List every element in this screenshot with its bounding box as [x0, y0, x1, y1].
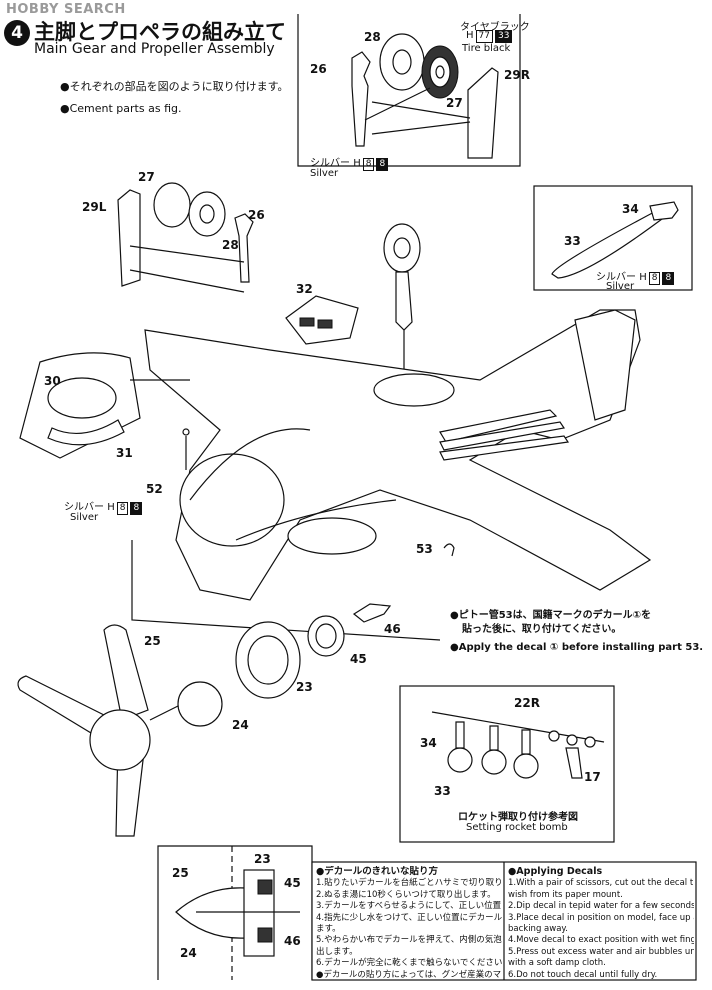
decal-instructions-jp: ●デカールのきれいな貼り方 1.貼りたいデカールを台紙ごとハサミで切り取ります。…	[316, 866, 502, 980]
spinner-25	[89, 709, 151, 771]
part-30	[47, 377, 117, 419]
prop-blade-up	[103, 624, 149, 721]
part-label-24: 24	[232, 718, 249, 732]
part-label-29L: 29L	[82, 200, 107, 214]
part-label-34-top: 34	[622, 202, 639, 216]
part-label-33-top: 33	[564, 234, 581, 248]
page-title-en: Main Gear and Propeller Assembly	[34, 41, 275, 57]
gear-leg-left	[234, 213, 254, 283]
part-label-28-top: 28	[364, 30, 381, 44]
part-label-28-left: 28	[222, 238, 239, 252]
part-label-46: 46	[384, 622, 401, 636]
paint-tire-label-en: Tire black	[462, 43, 511, 54]
part-24	[177, 681, 223, 727]
part-46-shaft	[352, 603, 392, 623]
paint-tire-label-jp: タイヤブラック	[460, 22, 530, 33]
drop-tank	[287, 517, 377, 555]
instruction-en: ●Cement parts as fig.	[60, 102, 182, 115]
wheel-28-left	[153, 182, 191, 228]
part-31	[47, 419, 125, 446]
part-label-17: 17	[584, 770, 601, 784]
decal-instructions-en: ●Applying Decals 1.With a pair of scisso…	[508, 866, 694, 980]
part-label-24-cut: 24	[180, 946, 197, 960]
part-label-23: 23	[296, 680, 313, 694]
part-52	[182, 428, 190, 436]
canopy	[373, 373, 455, 407]
tail-fin	[574, 309, 636, 421]
wing-rocket-1	[439, 409, 558, 443]
prop-blade-left	[17, 675, 107, 737]
part-label-52: 52	[146, 482, 163, 496]
pitot-note-en: ●Apply the decal ① before installing par…	[450, 642, 704, 653]
wing-rocket-3	[439, 435, 570, 461]
cutaway-spinner	[175, 887, 247, 939]
watermark: HOBBY SEARCH	[6, 2, 126, 17]
part-label-34-ref: 34	[420, 736, 437, 750]
part-label-45-cut: 45	[284, 876, 301, 890]
part-53-pitot	[443, 543, 455, 557]
gear-door-29R-top	[467, 67, 499, 159]
gear-inset-frame	[297, 14, 521, 167]
part-label-25-cut: 25	[172, 866, 189, 880]
wing-rocket-2	[439, 421, 566, 451]
paint-silver-rocket-en: Silver	[606, 281, 635, 292]
part-label-53: 53	[416, 542, 433, 556]
instruction-jp: ●それぞれの部品を図のように取り付けます。	[60, 80, 289, 93]
rocket-ref-caption-en: Setting rocket bomb	[466, 822, 568, 833]
rocket-ref-caption-jp: ロケット弾取り付け参考図	[458, 812, 578, 823]
engine-cowling	[179, 453, 285, 547]
part-label-29R: 29R	[504, 68, 530, 82]
rocket-34-fins	[649, 201, 679, 221]
gear-leg-right-drop	[395, 271, 413, 331]
part-label-27-left: 27	[138, 170, 155, 184]
gear-leg-top	[351, 51, 371, 147]
part-label-26-left: 26	[248, 208, 265, 222]
part-label-22R: 22R	[514, 696, 540, 710]
part-label-45: 45	[350, 652, 367, 666]
gear-door-29L	[117, 189, 141, 287]
part-label-25: 25	[144, 634, 161, 648]
part-label-27-top: 27	[446, 96, 463, 110]
page-title-jp: 主脚とプロペラの組み立て	[34, 20, 286, 44]
part-label-23-cut: 23	[254, 852, 271, 866]
part-label-32: 32	[296, 282, 313, 296]
pitot-note-jp-2: 貼った後に、取り付けてください。	[462, 624, 622, 635]
part-label-31: 31	[116, 446, 133, 460]
part-label-46-cut: 46	[284, 934, 301, 948]
part-label-30: 30	[44, 374, 61, 388]
pitot-note-jp-1: ●ピトー管53は、国籍マークのデカール①を	[450, 610, 652, 621]
paint-silver-52-en: Silver	[70, 512, 99, 523]
step-number-badge: 4	[4, 20, 30, 46]
part-label-33-ref: 33	[434, 784, 451, 798]
part-label-26-top: 26	[310, 62, 327, 76]
paint-silver-top-en: Silver	[310, 168, 339, 179]
